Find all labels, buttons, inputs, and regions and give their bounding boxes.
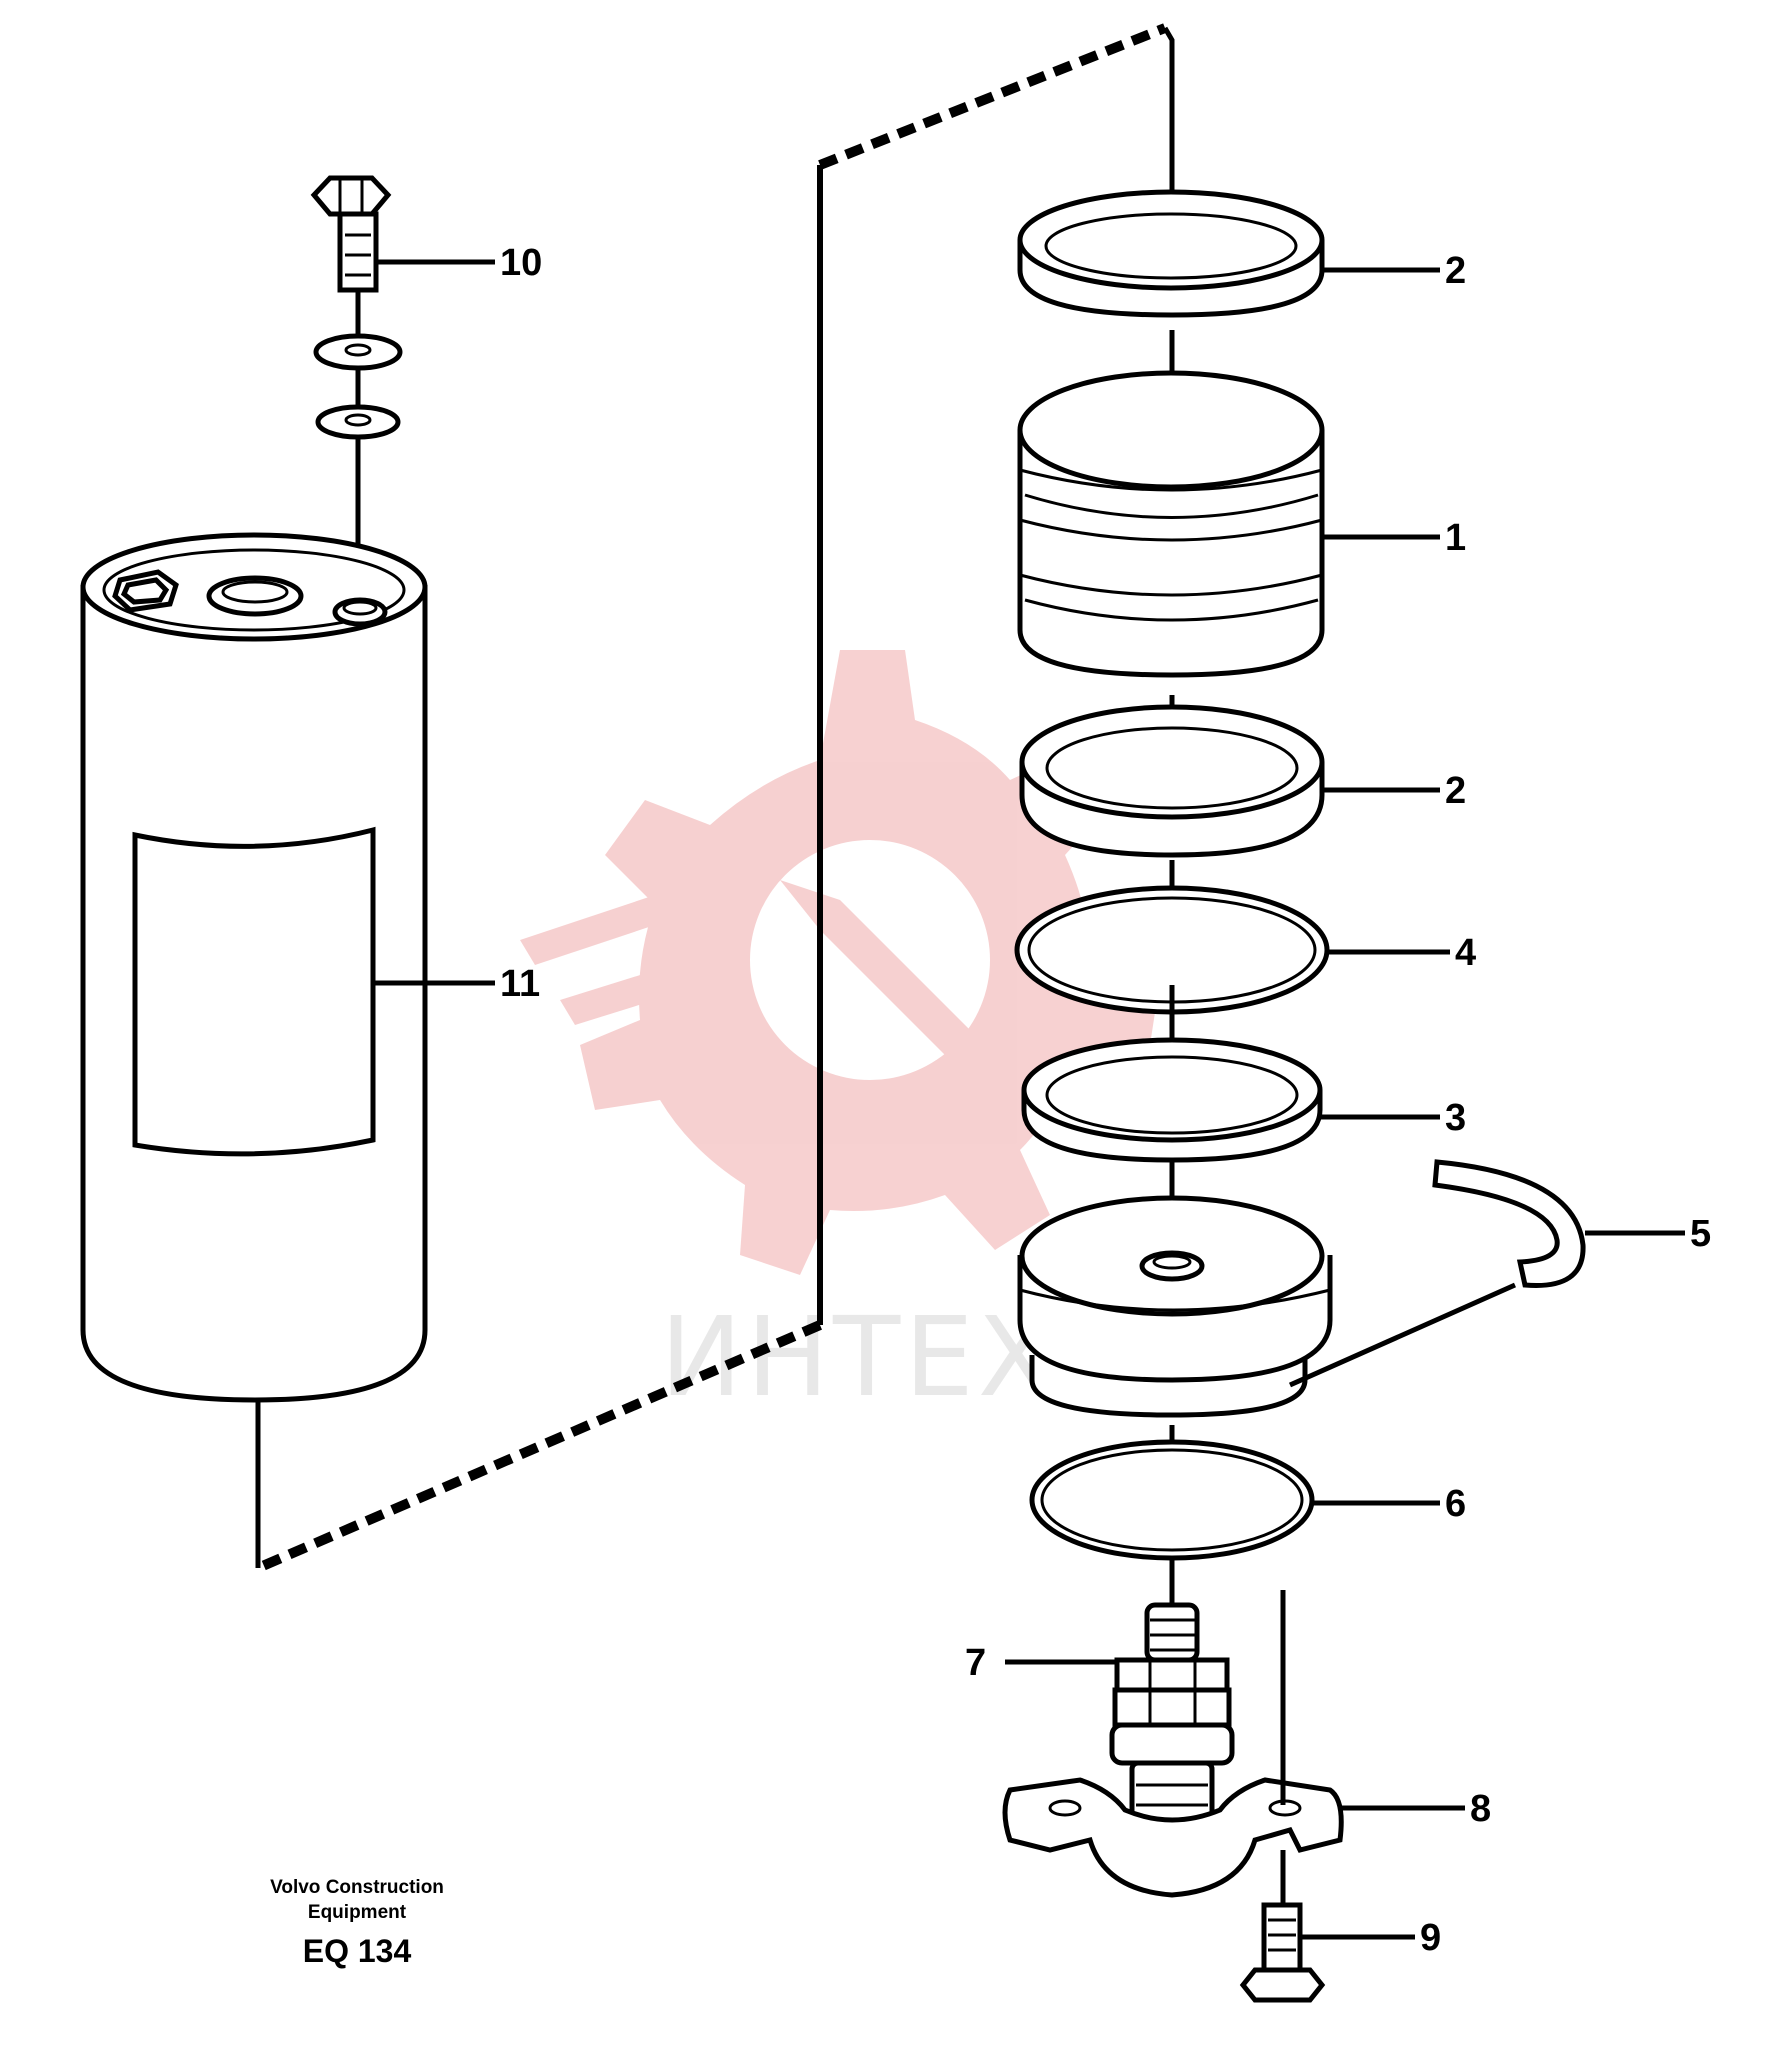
bolt-part-9 [1239,1902,1326,2003]
filter-canister-part-11 [80,532,428,1403]
cylinder-head [1017,1195,1333,1418]
watermark-stripes [520,880,755,1085]
leader-5-groove [1288,1282,1517,1388]
callout-1: 1 [1445,517,1466,559]
watermark-text: ИНТЕХ [660,1293,1057,1421]
piston-part-1 [1017,370,1325,678]
callout-2-upper: 2 [1445,250,1466,292]
callout-5: 5 [1690,1213,1711,1255]
seal-ring-part-3 [1021,1037,1323,1163]
callout-10: 10 [500,242,542,284]
callout-11: 11 [500,963,540,1005]
washer-lower [315,404,401,580]
callout-3: 3 [1445,1097,1466,1139]
ring-part-2-lower [1019,704,1325,858]
fitting-part-7 [1109,1602,1235,1846]
callout-9: 9 [1420,1917,1441,1959]
callout-4: 4 [1455,932,1476,974]
oring-part-6 [1029,1439,1315,1561]
callout-2-lower: 2 [1445,770,1466,812]
ring-part-2-upper [1017,189,1325,425]
caption-line-2: Equipment [308,1902,407,1923]
clamp-part-8 [1002,1777,1344,1898]
caption-code: EQ 134 [303,1933,412,1969]
callout-8: 8 [1470,1788,1491,1830]
bolt-part-10 [310,175,392,335]
assembly-relation-dashes [255,23,1175,1573]
callout-6: 6 [1445,1483,1466,1525]
watermark-gear-icon: ИНТЕХ [520,650,1160,1421]
callout-7: 7 [965,1642,986,1684]
washer-upper [313,333,403,405]
watermark-wrench [780,880,1000,1090]
caption-line-1: Volvo Construction [270,1877,444,1898]
retaining-ring-part-5 [1432,1159,1586,1288]
